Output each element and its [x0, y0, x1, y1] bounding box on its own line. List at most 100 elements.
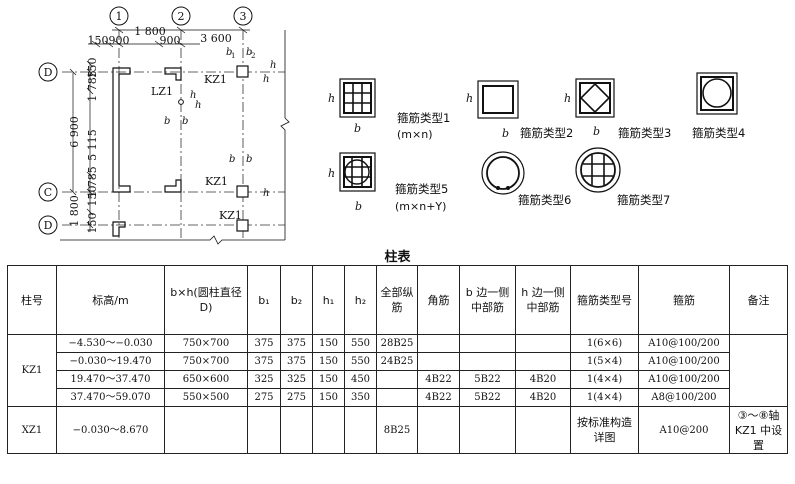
th-bh: b×h(圆柱直径 D)	[164, 265, 248, 335]
kz1-label-bot: KZ1	[219, 209, 242, 222]
cell-b1: 325	[247, 370, 281, 389]
dim-150-top: 150	[88, 34, 109, 47]
cell-elev: −4.530～−0.030	[56, 334, 165, 353]
stirrup-type-5: h b 箍筋类型5 (m×n+Y)	[328, 152, 448, 213]
wall-outlines	[112, 67, 182, 237]
cell-all	[376, 388, 418, 407]
type4-label: 箍筋类型4	[692, 126, 745, 140]
axis-bubbles: 1 2 3 D C D	[38, 6, 253, 235]
cell-hmid	[515, 334, 571, 353]
xz1-bh	[164, 406, 248, 454]
cell-stirrup: A10@100/200	[638, 352, 730, 371]
cell-bmid	[459, 334, 516, 353]
callout-h1-mid: h	[263, 188, 269, 199]
cell-elev: −0.030～19.470	[56, 352, 165, 371]
table-row: −0.030～19.470 750×700 375 375 150 550 24…	[8, 352, 788, 371]
cell-elev: 19.470～37.470	[56, 370, 165, 389]
table-title: 柱表	[384, 250, 411, 265]
table-row: KZ1 −4.530～−0.030 750×700 375 375 150 55…	[7, 334, 788, 407]
cell-type: 1(5×4)	[570, 352, 639, 371]
kz1-column-bot	[236, 219, 249, 232]
cell-stirrup: A10@100/200	[638, 370, 730, 389]
th-corner: 角筋	[417, 265, 460, 335]
xz1-b2	[280, 406, 313, 454]
cell-h2: 550	[344, 334, 377, 353]
cell-bh: 750×700	[164, 334, 248, 353]
cell-b2: 375	[280, 334, 313, 353]
cell-corner: 4B22	[417, 388, 460, 407]
type2-label: 箍筋类型2	[520, 126, 573, 140]
type1-label: 箍筋类型1	[397, 111, 450, 125]
xz1-type: 按标准构造详图	[570, 406, 639, 454]
axis-bubble-d-top: D	[44, 66, 53, 79]
dim-left-150-a: 150	[86, 58, 99, 79]
callout-b2-lz1: b	[182, 116, 188, 127]
callout-b1-lz1: b	[164, 116, 170, 127]
callout-h2-top: h	[263, 74, 269, 85]
th-col-no: 柱号	[7, 265, 57, 335]
xz1-h1	[312, 406, 345, 454]
cell-h1: 150	[312, 352, 345, 371]
dim-1800: 1 800	[134, 25, 166, 38]
th-h1: h₁	[312, 265, 345, 335]
th-all-bars: 全部纵筋	[376, 265, 418, 335]
table-header-row: 柱号 标高/m b×h(圆柱直径 D) b₁ b₂ h₁ h₂ 全部纵筋 角筋 …	[7, 265, 788, 335]
type5-sub: (m×n+Y)	[395, 200, 446, 213]
cell-h2: 550	[344, 352, 377, 371]
break-lines	[60, 30, 290, 245]
th-stirrup-type: 箍筋类型号	[570, 265, 639, 335]
cell-type: 1(4×4)	[570, 388, 639, 407]
xz1-hmid	[515, 406, 571, 454]
cell-all: 24B25	[376, 352, 418, 371]
cell-corner	[417, 352, 460, 371]
kz1-note	[729, 334, 788, 407]
type3-b: b	[593, 125, 600, 138]
th-b2: b₂	[280, 265, 313, 335]
stirrup-type-2: h b 箍筋类型2	[466, 80, 573, 140]
cell-corner: 4B22	[417, 370, 460, 389]
dim-3600: 3 600	[200, 32, 232, 45]
cell-bmid	[459, 352, 516, 371]
table-row: 19.470～37.470 650×600 325 325 150 450 4B…	[8, 370, 788, 389]
cell-stirrup: A8@100/200	[638, 388, 730, 407]
xz1-note: ③～⑧轴 KZ1 中设置	[729, 406, 788, 454]
cell-h1: 150	[312, 334, 345, 353]
cell-all: 28B25	[376, 334, 418, 353]
cell-b2: 275	[280, 388, 313, 407]
callout-b1-mid: b	[229, 154, 235, 165]
type3-label: 箍筋类型3	[618, 126, 671, 140]
type3-h: h	[564, 92, 571, 105]
cell-hmid: 4B20	[515, 370, 571, 389]
cell-h1: 150	[312, 370, 345, 389]
table-row-xz1: XZ1 −0.030～8.670 8B25 按标准构造详图 A10@200 ③～…	[7, 406, 788, 454]
stirrup-type-4: 箍筋类型4	[692, 72, 745, 140]
cell-elev: 37.470～59.070	[56, 388, 165, 407]
type7-label: 箍筋类型7	[617, 193, 670, 207]
cell-b1: 275	[247, 388, 281, 407]
kz1-column-top	[236, 65, 249, 78]
top-dimension-texts: 1 800 3 600 150 900 900	[88, 25, 232, 47]
cell-bh: 750×700	[164, 352, 248, 371]
xz1-stirrup: A10@200	[638, 406, 730, 454]
cell-h1: 150	[312, 388, 345, 407]
axis-bubble-d-bottom: D	[44, 219, 53, 232]
cell-b1: 375	[247, 352, 281, 371]
column-schedule-table: 柱号 标高/m b×h(圆柱直径 D) b₁ b₂ h₁ h₂ 全部纵筋 角筋 …	[7, 265, 788, 454]
cell-bh: 650×600	[164, 370, 248, 389]
callout-sub2-top: 2	[251, 52, 255, 60]
cell-type: 1(6×6)	[570, 334, 639, 353]
table-row: 37.470～59.070 550×500 275 275 150 350 4B…	[8, 388, 788, 407]
callout-h2-lz1: h	[190, 90, 196, 101]
cell-stirrup: A10@100/200	[638, 334, 730, 353]
stirrup-type-3: h b 箍筋类型3	[564, 78, 671, 140]
th-h2: h₂	[344, 265, 377, 335]
axis-lines	[62, 30, 285, 240]
xz1-name: XZ1	[7, 406, 57, 454]
dim-left-150-b: 150	[86, 186, 99, 207]
type5-label: 箍筋类型5	[395, 182, 448, 196]
top-dimension-lines	[88, 26, 250, 48]
dim-900-a: 900	[109, 34, 130, 47]
cell-b2: 375	[280, 352, 313, 371]
dim-left-1800: 1 800	[68, 195, 81, 227]
cell-h2: 350	[344, 388, 377, 407]
